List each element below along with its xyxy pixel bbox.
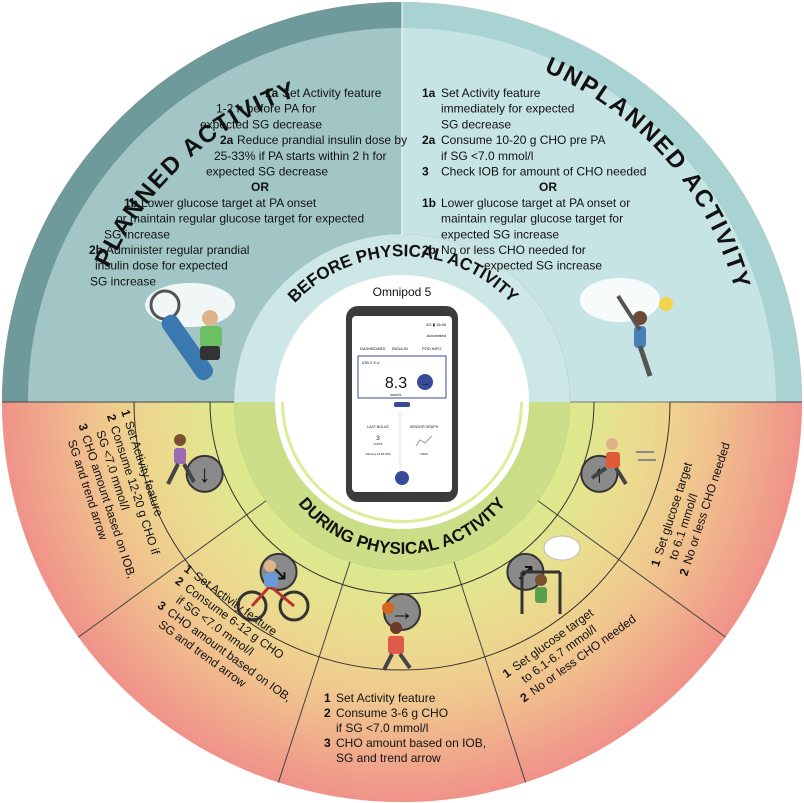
- phone-automated: Automated: [427, 333, 446, 338]
- instruction-line: Set Activity feature: [282, 86, 382, 100]
- step-number: 1a: [422, 86, 436, 100]
- last-bolus-date: (18 Aug 14:30 PM): [365, 452, 390, 456]
- during-arc-outer: [133, 401, 671, 671]
- instruction-line: immediately for expected: [441, 102, 574, 116]
- tab-dashboard[interactable]: DASHBOARD: [360, 346, 385, 351]
- phone-action-button[interactable]: [395, 471, 409, 485]
- sensor-graph-label[interactable]: SENSOR GRAPH: [410, 425, 439, 429]
- arrow-down-icon: ↓: [199, 461, 211, 488]
- instruction-line: or maintain regular glucose target for e…: [116, 212, 364, 226]
- instruction-line: SG increase: [90, 274, 156, 288]
- unplanned-instructions: 1a Set Activity feature immediately for ex…: [422, 86, 646, 273]
- instruction-line: 25-33% if PA starts within 2 h for: [214, 149, 387, 163]
- sprinter-icon: [590, 438, 656, 486]
- omnipod-phone: Omnipod 5 4G ▮ 15:45 Automated DASHBOARD…: [346, 285, 458, 502]
- instruction-line: CHO amount based on IOB,: [336, 736, 486, 750]
- instruction-line: if SG <7.0 mmol/l: [441, 149, 533, 163]
- sensor-graph-icon: [415, 435, 433, 447]
- instruction-line: Administer regular prandial: [106, 243, 249, 257]
- instruction-line: Lower glucose target at PA onset or: [441, 196, 630, 210]
- instruction-line: 1-2 h before PA for: [216, 102, 316, 116]
- step-number: 3: [422, 165, 429, 179]
- last-bolus-unit: UNITS: [374, 442, 383, 446]
- step-number: 2b: [89, 243, 103, 257]
- cyclist-icon: [236, 560, 310, 622]
- phone-status: 4G ▮ 15:45: [426, 322, 447, 327]
- glucose-unit: mmol/L: [390, 393, 402, 397]
- instruction-line: SG decrease: [441, 117, 511, 131]
- arrow-down-icon-circle: [185, 454, 224, 493]
- during-sector-stable: 1 Set Activity feature 2 Consume 3-6 g CHOi…: [324, 691, 486, 765]
- step-number: 2a: [422, 133, 436, 147]
- iob-label: IOB 2.9 U: [362, 360, 380, 365]
- step-number: 1b: [124, 196, 138, 210]
- glucose-value: 8.3: [385, 375, 407, 392]
- instruction-line: Consume 3-6 g CHO: [336, 706, 448, 720]
- view-label[interactable]: VIEW: [420, 452, 428, 456]
- step-number: 2b: [422, 243, 436, 257]
- step-number: 2: [677, 567, 692, 578]
- instruction-line: Check IOB for amount of CHO needed: [441, 165, 646, 179]
- instruction-line: Set Activity feature: [441, 86, 541, 100]
- runner-icon: [166, 434, 196, 485]
- instruction-line: if SG <7.0 mmol/l: [336, 721, 428, 735]
- tab-pod-info[interactable]: POD INFO: [422, 346, 441, 351]
- instruction-line: maintain regular glucose target for: [441, 212, 623, 226]
- last-bolus-value: 3: [376, 436, 380, 442]
- instruction-line: expected SG increase: [441, 227, 559, 241]
- instruction-line: SG and trend arrow: [336, 751, 441, 765]
- instruction-line: Set Activity feature: [336, 691, 436, 705]
- step-number: 1: [648, 557, 663, 568]
- yoga-icon: [580, 278, 673, 377]
- instruction-line: Lower glucose target at PA onset: [141, 196, 317, 210]
- glucose-trend-circle: [417, 374, 433, 390]
- instruction-line: Consume 10-20 g CHO pre PA: [441, 133, 606, 147]
- or-separator: OR: [539, 180, 557, 194]
- step-number: 2: [324, 706, 331, 720]
- step-number: 1: [118, 408, 133, 419]
- arrow-right-icon: →: [390, 599, 414, 626]
- step-number: 2: [104, 412, 119, 423]
- instruction-line: No or less CHO needed for: [441, 243, 586, 257]
- basketball-icon: [382, 602, 412, 671]
- step-number: 1a: [265, 86, 279, 100]
- instruction-line: expected SG decrease: [206, 165, 328, 179]
- pullup-icon: [520, 535, 581, 614]
- snowboarder-icon: [145, 283, 235, 381]
- step-number: 2a: [220, 133, 234, 147]
- panel-handle: [394, 402, 410, 407]
- step-number: 3: [324, 736, 331, 750]
- last-bolus-label: LAST BOLUS: [367, 425, 389, 429]
- instruction-line: Reduce prandial insulin dose by: [237, 133, 407, 147]
- step-number: 1: [324, 691, 331, 705]
- phone-title: Omnipod 5: [373, 285, 432, 299]
- instruction-line: expected SG decrease: [200, 117, 322, 131]
- tab-insulin[interactable]: INSULIN: [392, 346, 408, 351]
- or-separator: OR: [251, 180, 269, 194]
- instruction-line: insulin dose for expected: [95, 259, 228, 273]
- step-number: 3: [75, 422, 90, 433]
- instruction-line: SG increase: [104, 227, 170, 241]
- glucose-trend-icon: →: [420, 378, 430, 389]
- center-ring-border: [275, 275, 529, 529]
- instruction-line: expected SG increase: [484, 259, 602, 273]
- glucose-panel: [357, 355, 447, 399]
- step-number: 1b: [422, 196, 436, 210]
